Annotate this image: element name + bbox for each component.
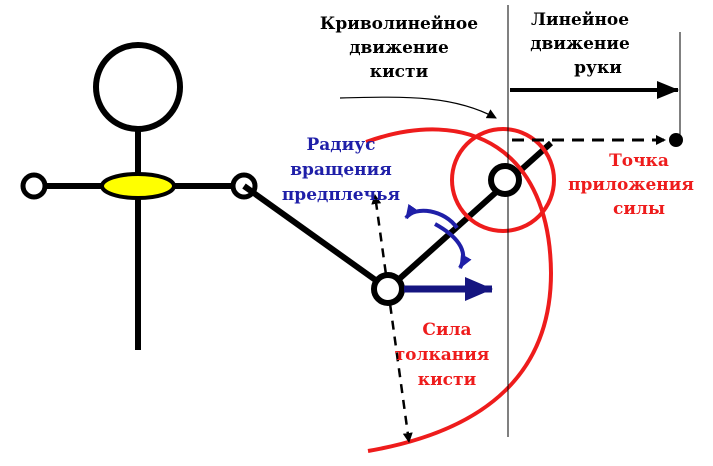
hand-trajectory-arc xyxy=(365,127,554,453)
wrist-joint xyxy=(488,163,522,197)
label-line: Линейное xyxy=(531,10,629,30)
label-line: толкания xyxy=(395,345,490,365)
rotation-arrow-upper xyxy=(404,203,459,230)
upper-arm xyxy=(242,183,390,292)
label-line: приложения xyxy=(568,175,694,195)
left-shoulder-joint xyxy=(20,172,48,200)
label-line: движение xyxy=(349,38,449,58)
label-force-point: Точка приложения силы xyxy=(568,151,694,219)
label-line: кисти xyxy=(370,62,429,82)
label-line: предплечья xyxy=(282,185,400,205)
label-line: силы xyxy=(613,199,665,219)
label-line: Радиус xyxy=(307,135,376,155)
label-hand-push-force: Сила толкания кисти xyxy=(395,320,490,390)
label-line: кисти xyxy=(418,370,477,390)
wrist-red-circle xyxy=(450,127,556,233)
label-curvilinear-hand: Криволинейное движение кисти xyxy=(320,14,478,82)
forearm-radius-arrow xyxy=(386,288,413,443)
elbow-joint xyxy=(371,272,405,306)
force-point-dot xyxy=(669,133,683,147)
label-linear-arm: Линейное движение руки xyxy=(530,10,630,78)
figure-head xyxy=(93,42,183,132)
label-line: Точка xyxy=(609,151,669,171)
label-line: вращения xyxy=(290,160,392,180)
label-line: Сила xyxy=(422,320,471,340)
label-forearm-radius: Радиус вращения предплечья xyxy=(282,135,400,205)
label-line: Криволинейное xyxy=(320,14,478,34)
figure-shoulder-ellipse xyxy=(100,172,176,200)
label-line: руки xyxy=(574,58,622,78)
label-line: движение xyxy=(530,34,630,54)
curvilinear-leader xyxy=(339,96,497,119)
rotation-arrow-lower xyxy=(434,222,472,269)
stick-figure xyxy=(20,42,258,350)
